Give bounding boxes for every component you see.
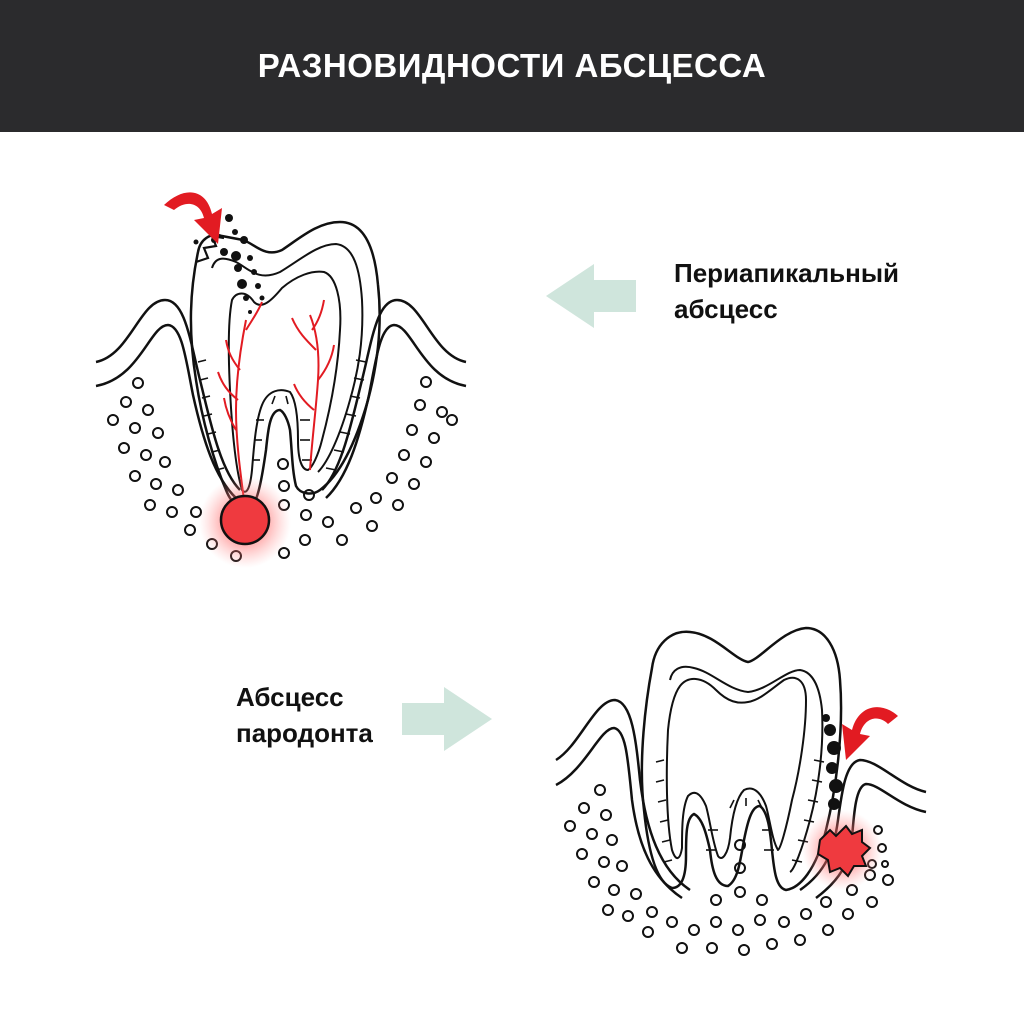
tooth-outline <box>640 626 843 892</box>
pulp-chamber <box>665 676 808 859</box>
dental-plaque <box>822 714 843 810</box>
label-line: Периапикальный <box>674 258 900 288</box>
tooth-enamel <box>211 242 364 473</box>
label-line: пародонта <box>236 718 373 748</box>
label-line: Абсцесс <box>236 682 344 712</box>
inflamed-nerves <box>217 299 335 501</box>
abscess-spot-icon <box>816 824 872 878</box>
pointer-arrow-icon <box>402 687 492 751</box>
bone-dots <box>564 784 894 956</box>
periapical-tooth-illustration <box>95 192 467 568</box>
header-bar: РАЗНОВИДНОСТИ АБСЦЕССА <box>0 0 1024 132</box>
tooth-enamel <box>669 665 824 873</box>
label-line: абсцесс <box>674 294 778 324</box>
periodontal-tooth-illustration <box>555 626 927 956</box>
root-striations <box>655 759 825 863</box>
abscess-spot-icon <box>219 494 271 546</box>
page-title: РАЗНОВИДНОСТИ АБСЦЕССА <box>257 47 767 84</box>
root-striations <box>197 359 367 471</box>
caries-particles <box>193 214 265 314</box>
label-periodontal-abscess: Абсцесс пародонта <box>236 679 373 751</box>
caries-arrow-icon <box>164 192 222 244</box>
tooth-outline <box>189 220 381 509</box>
pointer-arrow-icon <box>546 264 636 328</box>
label-periapical-abscess: Периапикальный абсцесс <box>674 255 899 327</box>
caries-arrow-icon <box>842 707 898 760</box>
